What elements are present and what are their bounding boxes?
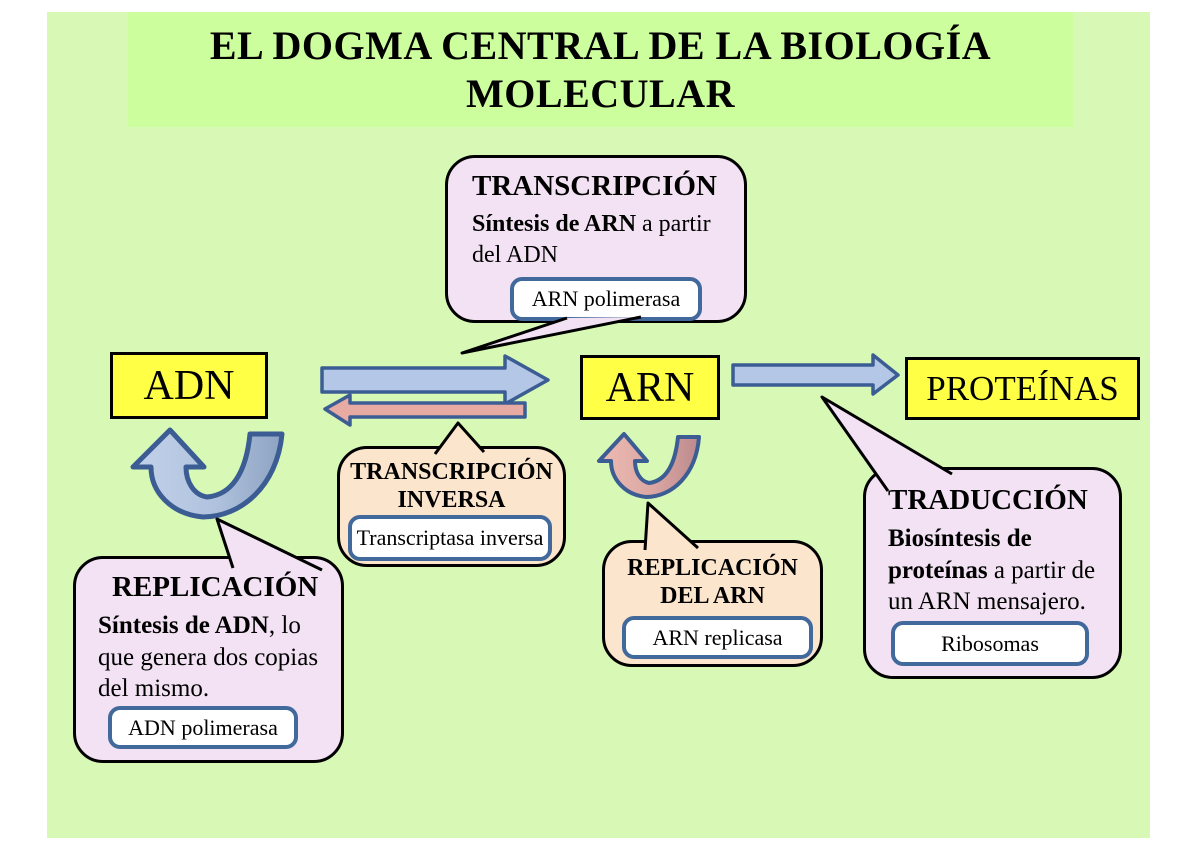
bubble-replicacion-del-arn: REPLICACIÓN DEL ARN ARN replicasa	[602, 540, 823, 667]
node-adn-label: ADN	[143, 362, 235, 409]
enzyme-label: ARN polimerasa	[531, 286, 681, 311]
node-arn-label: ARN	[605, 364, 695, 411]
bubble-transcripcion-inversa: TRANSCRIPCIÓN INVERSA Transcriptasa inve…	[337, 446, 566, 567]
rna-replication-loop-arrow	[597, 432, 701, 499]
bubble-replicacion-description: Síntesis de ADN, lo que genera dos copia…	[98, 610, 336, 705]
transcription-arrow	[320, 354, 550, 406]
enzyme-label: ADN polimerasa	[128, 714, 278, 740]
bubble-transcripcion-inversa-title: TRANSCRIPCIÓN INVERSA	[346, 459, 557, 514]
title-line2: DEL ARN	[660, 582, 765, 609]
bubble-transcripcion-title: TRANSCRIPCIÓN	[472, 170, 717, 202]
bubble-traduccion: TRADUCCIÓN Biosíntesis de proteínas a pa…	[863, 467, 1122, 679]
bubble-replicacion-title: REPLICACIÓN	[112, 571, 319, 603]
bubble-replicacion-del-arn-tail	[643, 501, 700, 551]
bubble-traduccion-tail	[820, 395, 953, 492]
dna-replication-loop-arrow	[130, 427, 285, 520]
enzyme-label: Ribosomas	[941, 630, 1039, 656]
reverse-transcription-arrow	[323, 393, 527, 427]
bubble-replicacion-del-arn-title: REPLICACIÓN DEL ARN	[609, 555, 816, 610]
node-adn: ADN	[110, 352, 268, 419]
title-banner: EL DOGMA CENTRAL DE LA BIOLOGÍA MOLECULA…	[128, 12, 1073, 127]
bubble-traduccion-description: Biosíntesis de proteínas a partir de un …	[888, 523, 1106, 618]
enzyme-label: ARN replicasa	[652, 624, 783, 650]
node-proteinas-label: PROTEÍNAS	[926, 368, 1119, 408]
description-bold-text: Síntesis de ADN	[98, 612, 269, 640]
description-rest-text: a partir de un ARN mensajero.	[888, 556, 1096, 616]
enzyme-badge-transcriptasa-inversa: Transcriptasa inversa	[348, 515, 552, 561]
bubble-transcripcion-description: Síntesis de ARN a partir del ADN	[472, 209, 738, 269]
bubble-replicacion: REPLICACIÓN Síntesis de ADN, lo que gene…	[73, 556, 344, 763]
translation-arrow	[731, 353, 900, 396]
enzyme-label: Transcriptasa inversa	[356, 525, 544, 550]
node-proteinas: PROTEÍNAS	[905, 357, 1140, 420]
bubble-transcripcion: TRANSCRIPCIÓN Síntesis de ARN a partir d…	[445, 155, 747, 323]
title-line1: REPLICACIÓN	[627, 555, 798, 581]
diagram-title: EL DOGMA CENTRAL DE LA BIOLOGÍA MOLECULA…	[209, 23, 992, 116]
enzyme-badge-arn-replicasa: ARN replicasa	[622, 616, 813, 659]
node-arn: ARN	[580, 355, 720, 420]
bubble-transcripcion-tail	[460, 315, 642, 355]
description-rest-text: , lo que genera dos copias del mismo.	[98, 612, 319, 703]
enzyme-badge-ribosomas: Ribosomas	[891, 621, 1089, 666]
enzyme-badge-adn-polimerasa: ADN polimerasa	[108, 706, 298, 749]
description-bold-text: Biosíntesis de proteínas	[888, 525, 1032, 584]
title-line2: INVERSA	[397, 486, 506, 513]
description-rest-text: a partir del ADN	[472, 211, 711, 268]
description-bold-text: Síntesis de ARN	[472, 211, 637, 238]
bubble-traduccion-title: TRADUCCIÓN	[888, 484, 1088, 516]
title-line1: TRANSCRIPCIÓN	[350, 459, 553, 485]
bubble-transcripcion-inversa-tail	[433, 421, 486, 455]
bubble-replicacion-tail	[215, 517, 323, 572]
